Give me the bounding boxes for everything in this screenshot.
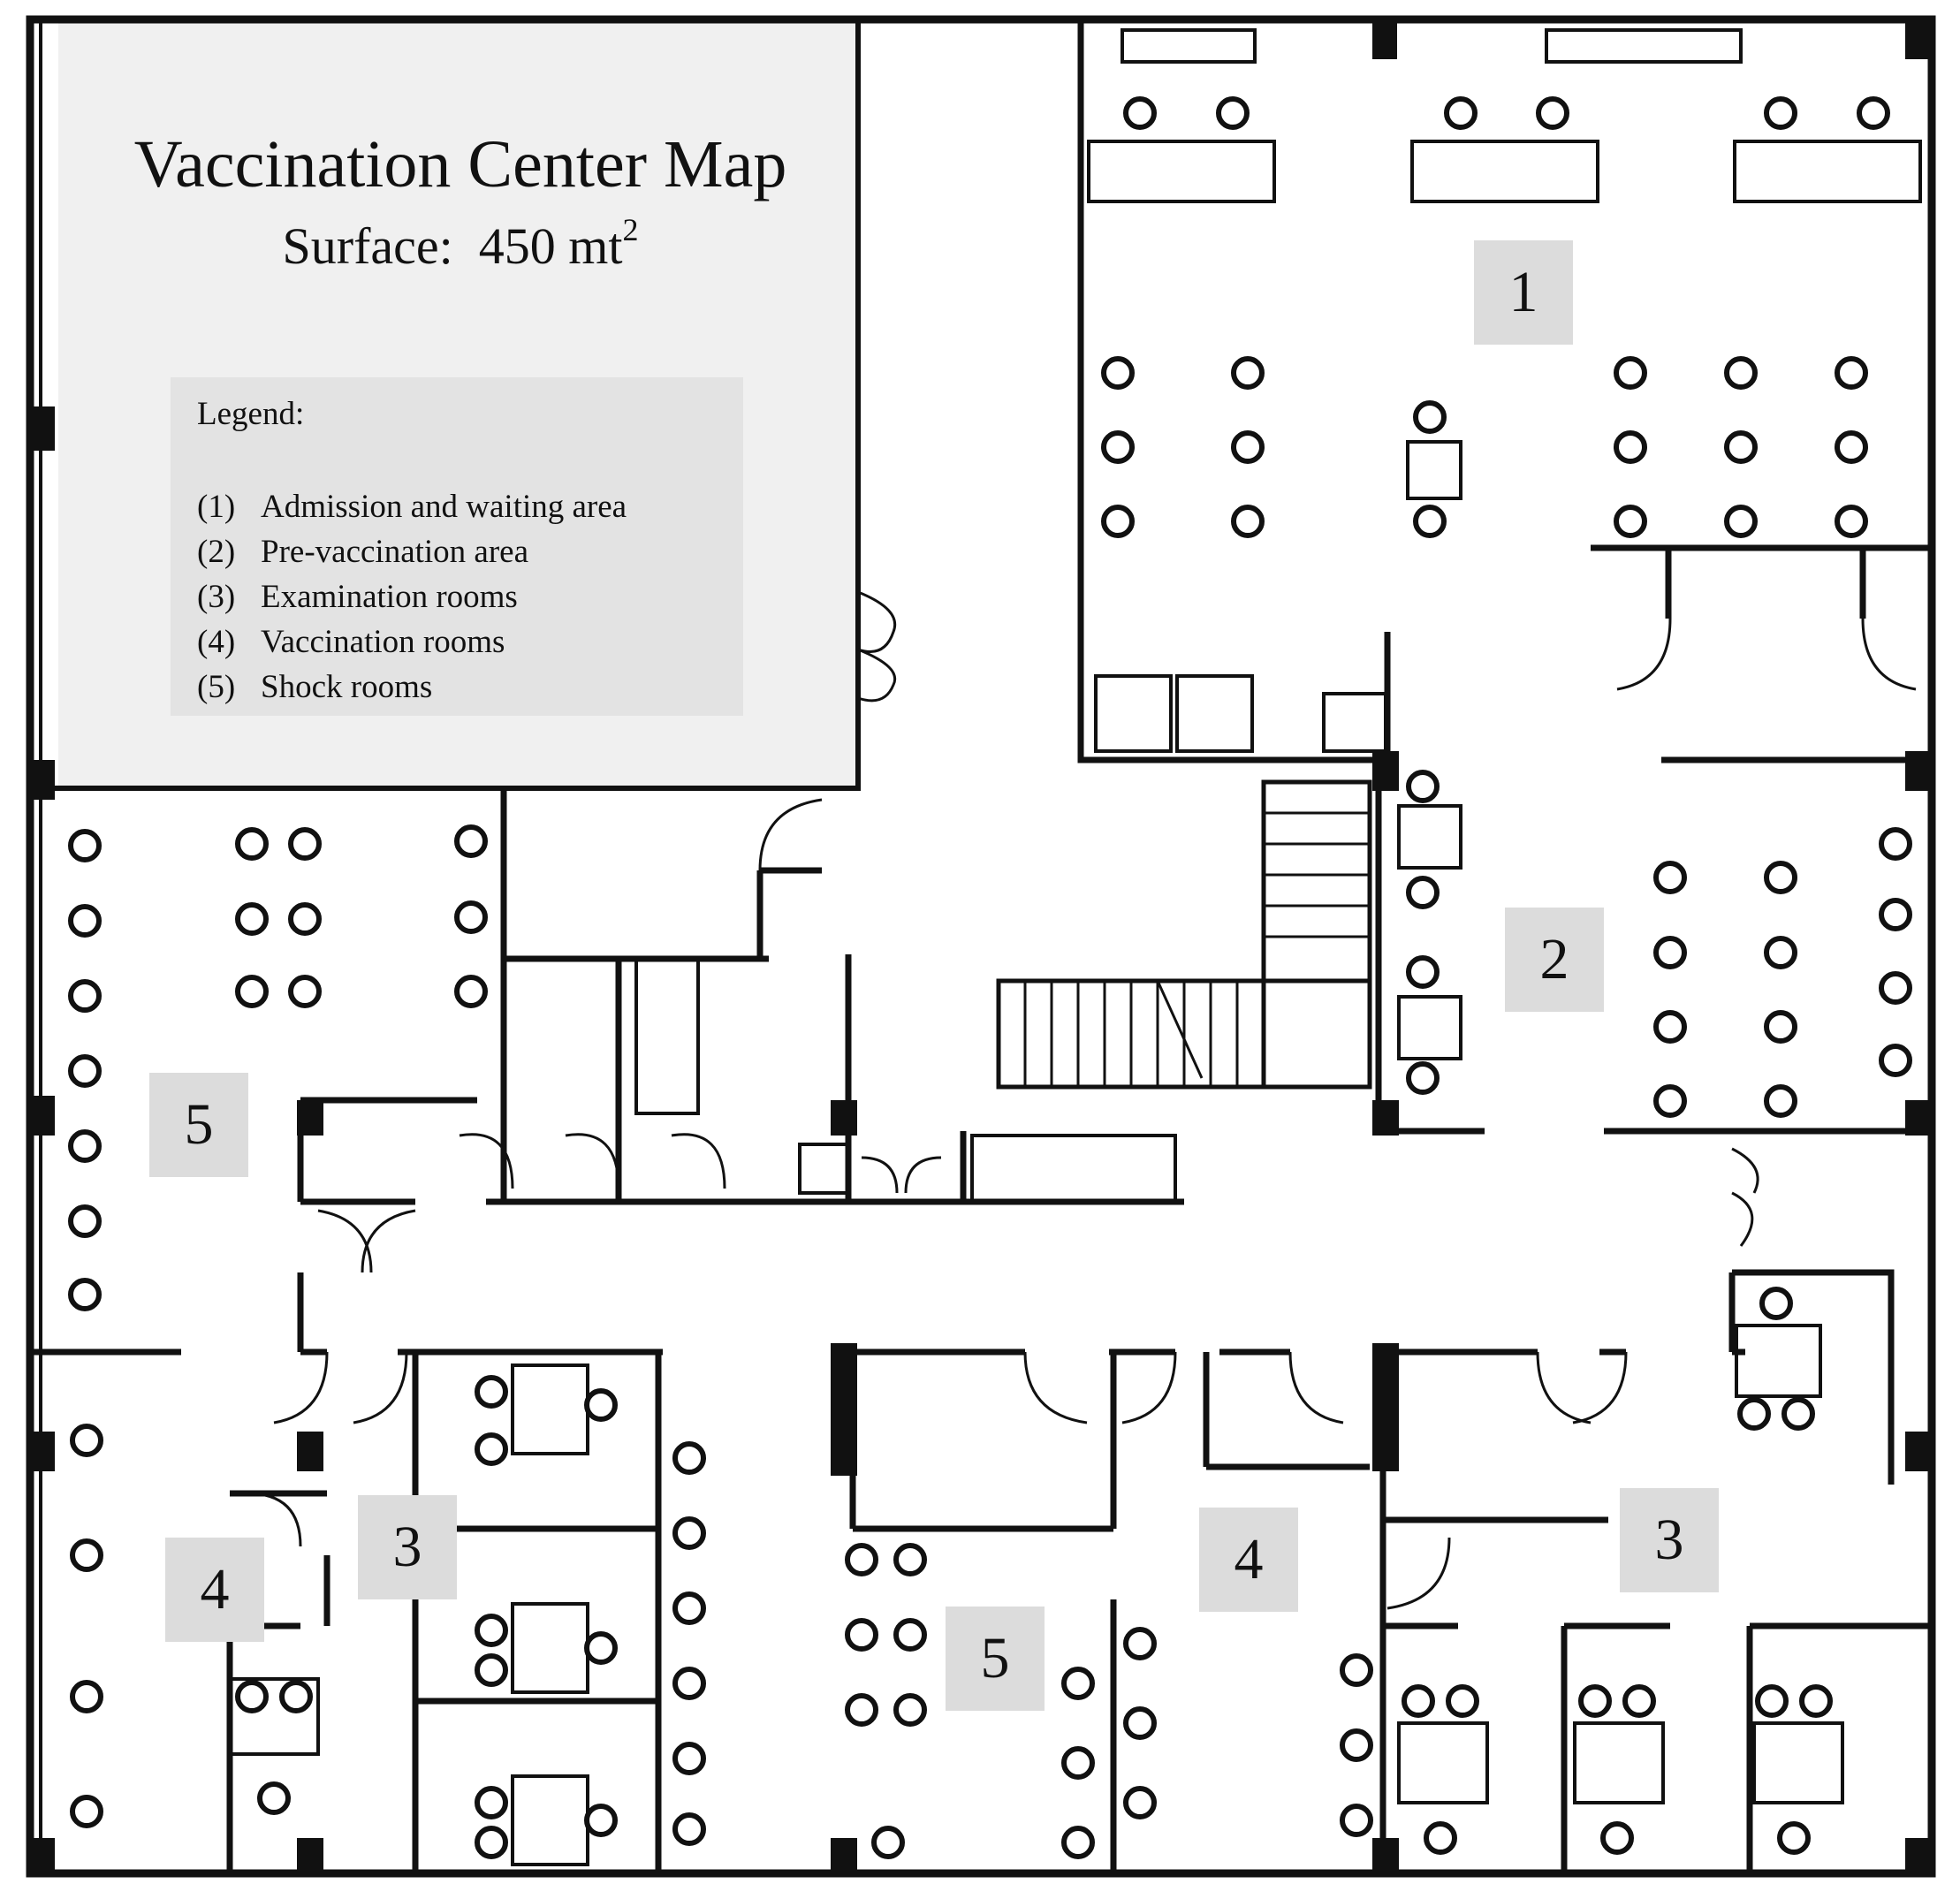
- zone-label-shock-room-left: 5: [149, 1073, 248, 1177]
- legend-label: Admission and waiting area: [261, 489, 627, 525]
- legend-title: Legend:: [197, 396, 305, 432]
- chairs: [68, 96, 1912, 1859]
- legend-number: (2): [197, 534, 236, 570]
- legend-item: (2) Pre-vaccination area: [197, 529, 717, 574]
- legend-label: Pre-vaccination area: [261, 534, 529, 570]
- legend-item: (5) Shock rooms: [197, 665, 717, 710]
- legend-box: Legend: (1) Admission and waiting area (2…: [171, 377, 743, 716]
- legend-item: (1) Admission and waiting area: [197, 484, 717, 529]
- legend-label: Shock rooms: [261, 669, 433, 705]
- walls: [26, 15, 1936, 1878]
- legend-number: (5): [197, 669, 236, 705]
- surface-label: Surface:: [282, 217, 453, 275]
- zone-label-pre-vaccination: 2: [1505, 908, 1604, 1012]
- map-header: Vaccination Center Map Surface: 450 mt2: [58, 131, 862, 272]
- map-title: Vaccination Center Map: [133, 127, 787, 201]
- door-swings: [247, 590, 1917, 1610]
- zone-label-examination-left: 3: [358, 1495, 457, 1599]
- surface-unit-exponent: 2: [622, 212, 639, 247]
- zone-label-examination-right: 3: [1620, 1488, 1719, 1592]
- legend-number: (4): [197, 624, 236, 660]
- stair-treads: [1023, 811, 1370, 1087]
- zone-label-shock-room-center: 5: [946, 1607, 1045, 1711]
- map-surface: Surface: 450 mt2: [58, 214, 862, 272]
- legend-label: Examination rooms: [261, 579, 518, 615]
- zone-label-vaccination-left: 4: [165, 1538, 264, 1642]
- legend-item: (4) Vaccination rooms: [197, 619, 717, 665]
- legend-number: (3): [197, 579, 236, 615]
- legend-number: (1): [197, 489, 236, 525]
- legend-label: Vaccination rooms: [261, 624, 505, 660]
- zone-label-admission: 1: [1474, 240, 1573, 345]
- legend-item: (3) Examination rooms: [197, 574, 717, 619]
- surface-value: 450 mt: [478, 217, 623, 275]
- zone-label-vaccination-center: 4: [1199, 1508, 1298, 1612]
- wall-columns: [30, 19, 1932, 1873]
